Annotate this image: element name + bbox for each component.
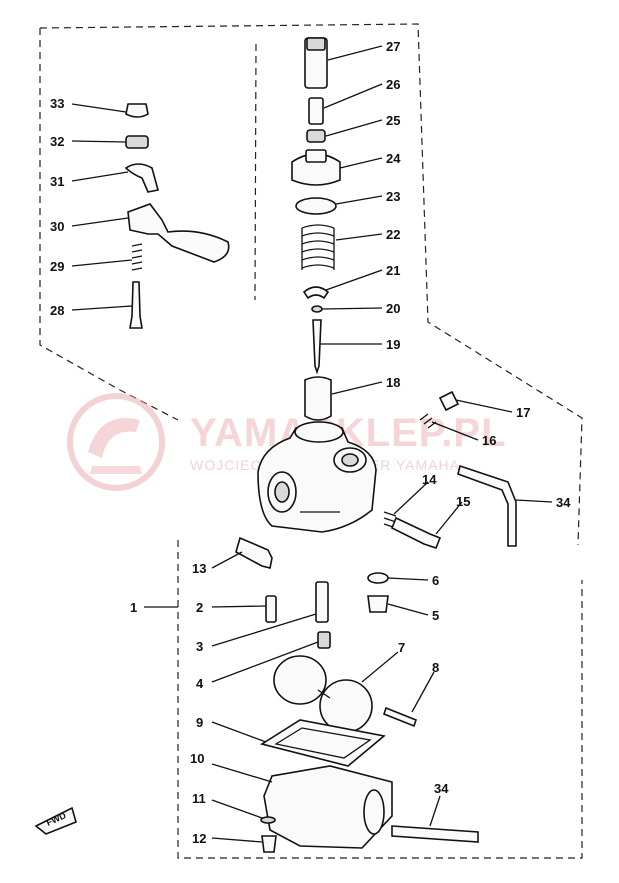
callout-34-lower: 34 [434,781,449,796]
part-12-screw [261,835,277,853]
part-11-washer [260,816,276,824]
callout-17: 17 [516,405,530,420]
part-10-float-chamber [263,765,393,849]
part-26-locknut-sleeve [308,97,324,125]
callout-3: 3 [196,639,203,654]
part-31-plate [124,163,159,193]
callout-13: 13 [192,561,206,576]
leader-lines [71,45,553,843]
callout-25: 25 [386,113,400,128]
callout-18: 18 [386,375,400,390]
callout-10: 10 [190,751,204,766]
callout-8: 8 [432,660,439,675]
part-27-cable-adjuster [304,37,328,89]
carburetor-body [257,421,377,533]
callout-1: 1 [130,600,137,615]
callout-32: 32 [50,134,64,149]
part-9-gasket [260,719,386,767]
callout-23: 23 [386,189,400,204]
group-outlines [39,23,583,859]
callout-14: 14 [422,472,437,487]
part-28-plunger [129,281,143,329]
callout-31: 31 [50,174,64,189]
part-17-screw [438,390,460,412]
fwd-arrow-icon: FWD [34,806,77,835]
part-25-nut [306,129,326,143]
callout-24: 24 [386,151,401,166]
part-23-o-ring [295,197,337,215]
callout-9: 9 [196,715,203,730]
callout-16: 16 [482,433,496,448]
watermark-logo-ring [67,393,165,491]
part-30-starter-lever [127,203,230,263]
part-4-main-jet [317,631,331,649]
callout-26: 26 [386,77,400,92]
callout-12: 12 [192,831,206,846]
part-6-washer [367,572,389,584]
part-29-spring [131,243,143,271]
part-21-clip [302,286,330,300]
part-3-needle-jet [315,581,329,623]
callout-27: 27 [386,39,400,54]
callout-29: 29 [50,259,64,274]
callout-7: 7 [398,640,405,655]
callout-numbers: 27 26 25 24 23 22 21 20 19 18 33 32 31 3… [50,39,571,846]
part-22-throttle-spring [301,224,335,270]
part-19-jet-needle [312,319,322,375]
part-33-cap [125,103,149,118]
part-24-mixing-chamber-top [291,149,341,186]
part-13-bolt [235,536,273,569]
part-18-throttle-valve [304,376,332,421]
callout-2: 2 [196,600,203,615]
part-7-float [273,655,373,733]
part-32-nut [125,135,149,149]
part-15-idle-screw [390,516,442,549]
callout-21: 21 [386,263,400,278]
callout-20: 20 [386,301,400,316]
callout-15: 15 [456,494,470,509]
callout-33: 33 [50,96,64,111]
callout-4: 4 [196,676,204,691]
part-8-float-pin [383,706,417,728]
part-2-pilot-jet [265,595,277,623]
watermark-logo-mark [88,418,140,458]
part-5-valve-seat [367,595,389,613]
callout-34-upper: 34 [556,495,571,510]
callout-6: 6 [432,573,439,588]
callout-19: 19 [386,337,400,352]
callout-28: 28 [50,303,64,318]
callout-30: 30 [50,219,64,234]
callout-5: 5 [432,608,439,623]
callout-22: 22 [386,227,400,242]
part-34-hose-lower [391,825,479,843]
callout-11: 11 [192,791,206,806]
part-34-hose-upper [457,464,517,547]
part-20-washer [311,305,323,313]
